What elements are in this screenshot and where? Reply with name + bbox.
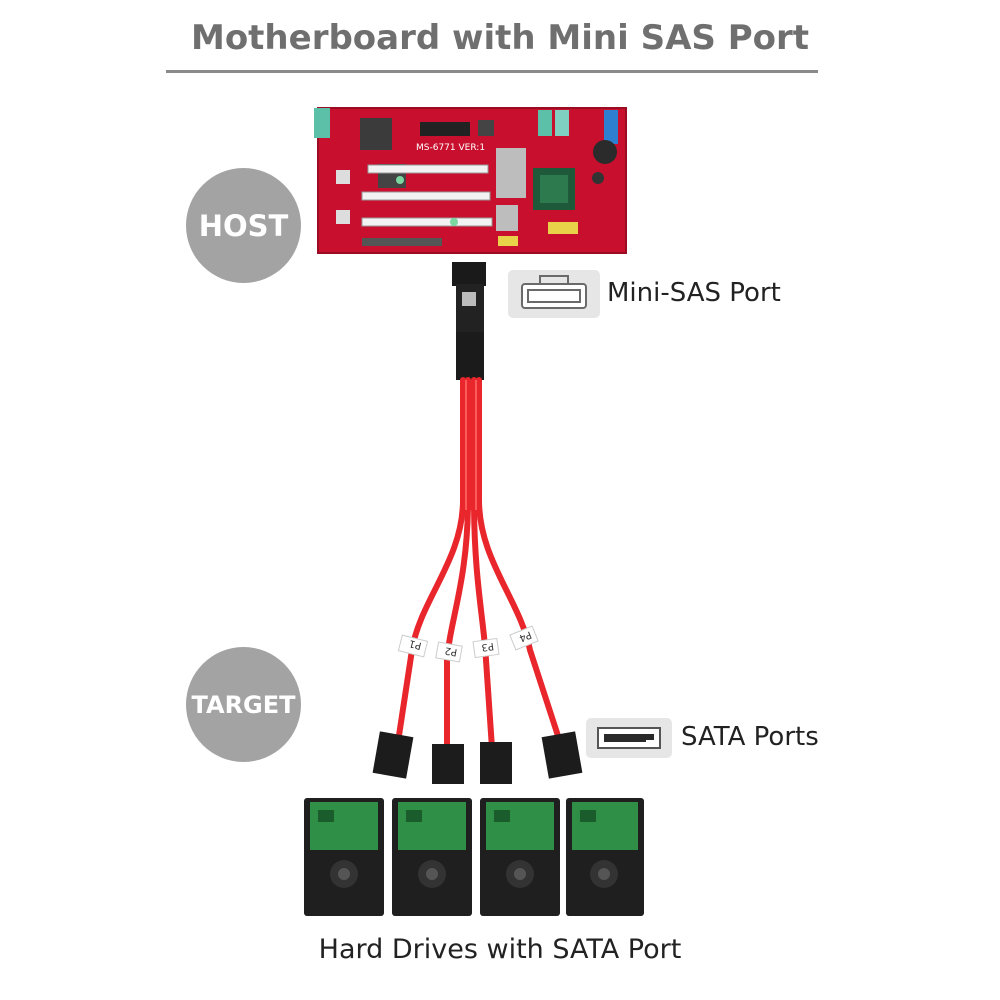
port-tag-p2-label: P2 <box>444 644 458 657</box>
hard-drive-2 <box>392 798 472 916</box>
hard-drive-4 <box>566 798 644 916</box>
title-underline <box>166 70 818 73</box>
hard-drive-1 <box>304 798 384 916</box>
hard-drive-3 <box>480 798 560 916</box>
sata-ports-label: SATA Ports <box>681 722 819 752</box>
target-badge: TARGET <box>186 647 301 762</box>
sata-plugs <box>372 731 583 784</box>
mini-sas-port-icon <box>508 270 600 318</box>
sata-port-icon <box>586 718 672 758</box>
diagram-title: Motherboard with Mini SAS Port <box>190 18 810 58</box>
port-tag-p1-label: P1 <box>408 637 423 651</box>
port-tag-p2: P2 <box>435 641 463 663</box>
cable-bundle-highlight <box>460 380 482 510</box>
motherboard-image: MS-6771 VER:1 <box>314 107 627 254</box>
mini-sas-port-label: Mini-SAS Port <box>607 278 781 308</box>
hard-drives-label: Hard Drives with SATA Port <box>318 934 682 965</box>
port-tag-p4: P4 <box>509 625 539 651</box>
port-tag-p3-label: P3 <box>481 640 495 653</box>
motherboard-model-text: MS-6771 VER:1 <box>416 143 485 153</box>
host-badge: HOST <box>186 168 301 283</box>
port-tag-p4-label: P4 <box>517 629 533 644</box>
port-tag-p3: P3 <box>472 637 500 659</box>
mini-sas-connector <box>452 262 486 380</box>
port-tag-p1: P1 <box>397 634 429 658</box>
